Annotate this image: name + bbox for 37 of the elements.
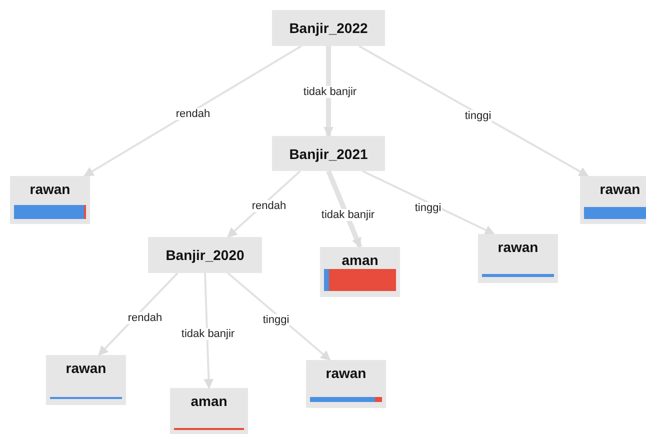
leaf-box [10,176,90,224]
leaf-box [170,388,248,434]
arrow [227,272,331,361]
leaf-box [320,247,400,297]
node-label: Banjir_2022 [289,20,368,36]
decision-box [272,10,385,46]
leaf-box [46,355,126,405]
edge-label: tinggi [464,110,492,122]
edge-label: tinggi [262,314,290,326]
node-label: rawan [66,360,106,376]
edge-label: tidak banjir [180,328,236,340]
arrow [84,45,302,177]
leaf-box [580,176,646,224]
edge-label: rendah [250,200,288,212]
node-label: rawan [498,239,538,255]
arrow [326,170,362,248]
arrow [362,170,495,235]
edge-label: rendah [174,108,212,120]
leaf-box [478,234,558,283]
arrow [98,272,178,356]
decision-box [272,136,385,171]
arrow [324,46,334,137]
edge-label: tidak banjir [320,209,376,221]
arrow [204,272,214,389]
node-label: aman [190,393,228,409]
arrow [358,45,589,177]
node-label: rawan [326,365,366,381]
node-label: Banjir_2020 [166,247,244,263]
node-label: Banjir_2021 [289,146,368,162]
edge-label: rendah [126,312,164,324]
node-label: rawan [600,181,640,197]
node-label: rawan [30,181,70,197]
decision-box [148,237,262,273]
edge-label: tinggi [414,202,442,214]
edge-label: tidak banjir [302,86,358,98]
node-label: aman [342,252,378,268]
leaf-box [306,360,386,408]
